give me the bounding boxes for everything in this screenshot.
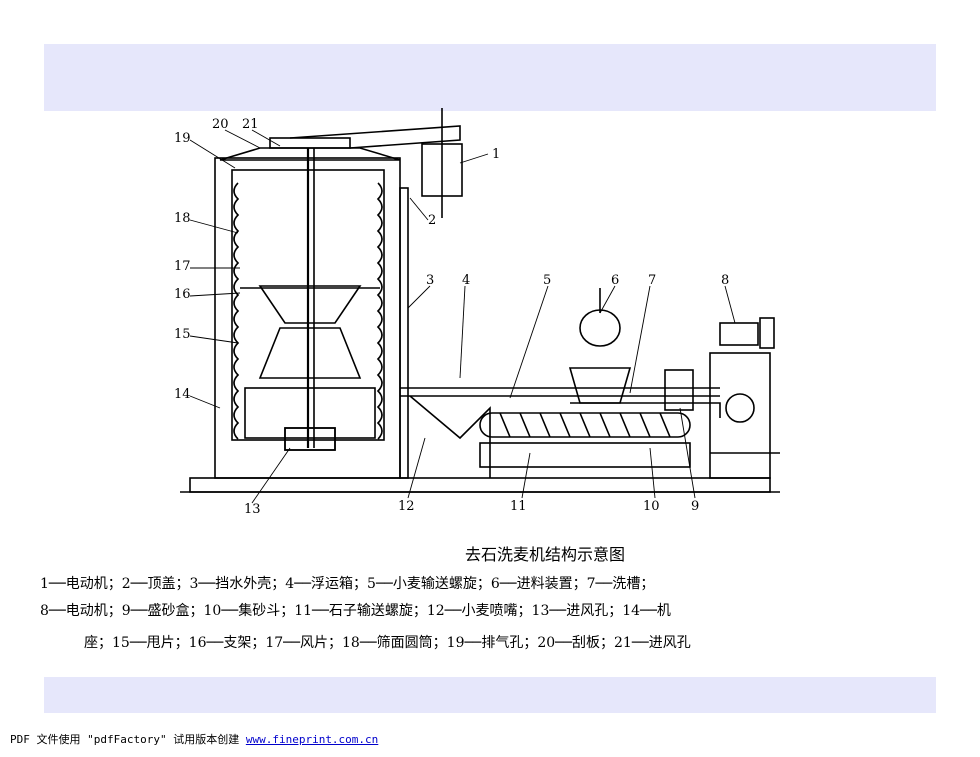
callout-19: 19 — [174, 131, 191, 146]
flotation-box — [409, 395, 491, 478]
callout-20: 20 — [212, 117, 229, 132]
callout-21: 21 — [242, 117, 259, 132]
callout-14: 14 — [174, 387, 191, 402]
callout-17: 17 — [174, 259, 191, 274]
motor-8 — [719, 322, 759, 346]
stone-screw-conveyor — [479, 442, 691, 468]
callout-5: 5 — [543, 273, 551, 288]
callout-4: 4 — [462, 273, 470, 288]
callout-16: 16 — [174, 287, 191, 302]
callout-12: 12 — [398, 499, 415, 514]
bottom-band — [44, 677, 936, 713]
callout-7: 7 — [648, 273, 656, 288]
callout-6: 6 — [611, 273, 619, 288]
footer-link[interactable]: www.fineprint.com.cn — [245, 733, 379, 746]
feed-device — [579, 309, 621, 347]
water-shield — [399, 187, 409, 479]
legend-line-3: 座；15──甩片；16──支架；17──风片；18──筛面圆筒；19──排气孔；… — [84, 635, 691, 651]
washing-trough — [570, 402, 721, 418]
machine-diagram: 1 2 3 4 5 6 7 8 9 10 11 12 13 14 15 16 1… — [174, 108, 780, 517]
legend-line-1: 1──电动机；2──顶盖；3──挡水外壳；4──浮运箱；5──小麦输送螺旋；6─… — [40, 576, 655, 592]
callout-15: 15 — [174, 327, 191, 342]
top-band — [44, 44, 936, 111]
screen-cylinder — [233, 182, 383, 440]
callout-8: 8 — [721, 273, 729, 288]
callout-9: 9 — [691, 499, 699, 514]
callout-18: 18 — [174, 211, 191, 226]
footer-text: PDF 文件使用 "pdfFactory" 试用版本创建 — [10, 733, 240, 746]
drive-belt — [289, 125, 461, 149]
air-inlet — [284, 427, 336, 451]
callout-3: 3 — [426, 273, 434, 288]
callout-11: 11 — [510, 499, 527, 514]
callout-10: 10 — [643, 499, 660, 514]
diagram-title: 去石洗麦机结构示意图 — [464, 545, 625, 564]
wheat-screw-conveyor — [479, 412, 691, 438]
pdf-footer: PDF 文件使用 "pdfFactory" 试用版本创建 www.finepri… — [10, 731, 378, 747]
sand-box — [664, 369, 694, 411]
callout-2: 2 — [428, 213, 436, 228]
legend-line-2: 8──电动机；9──盛砂盒；10──集砂斗；11──石子输送螺旋；12──小麦喷… — [40, 603, 671, 619]
callout-13: 13 — [244, 502, 261, 517]
callout-1: 1 — [492, 147, 500, 162]
machine-base — [189, 477, 771, 493]
